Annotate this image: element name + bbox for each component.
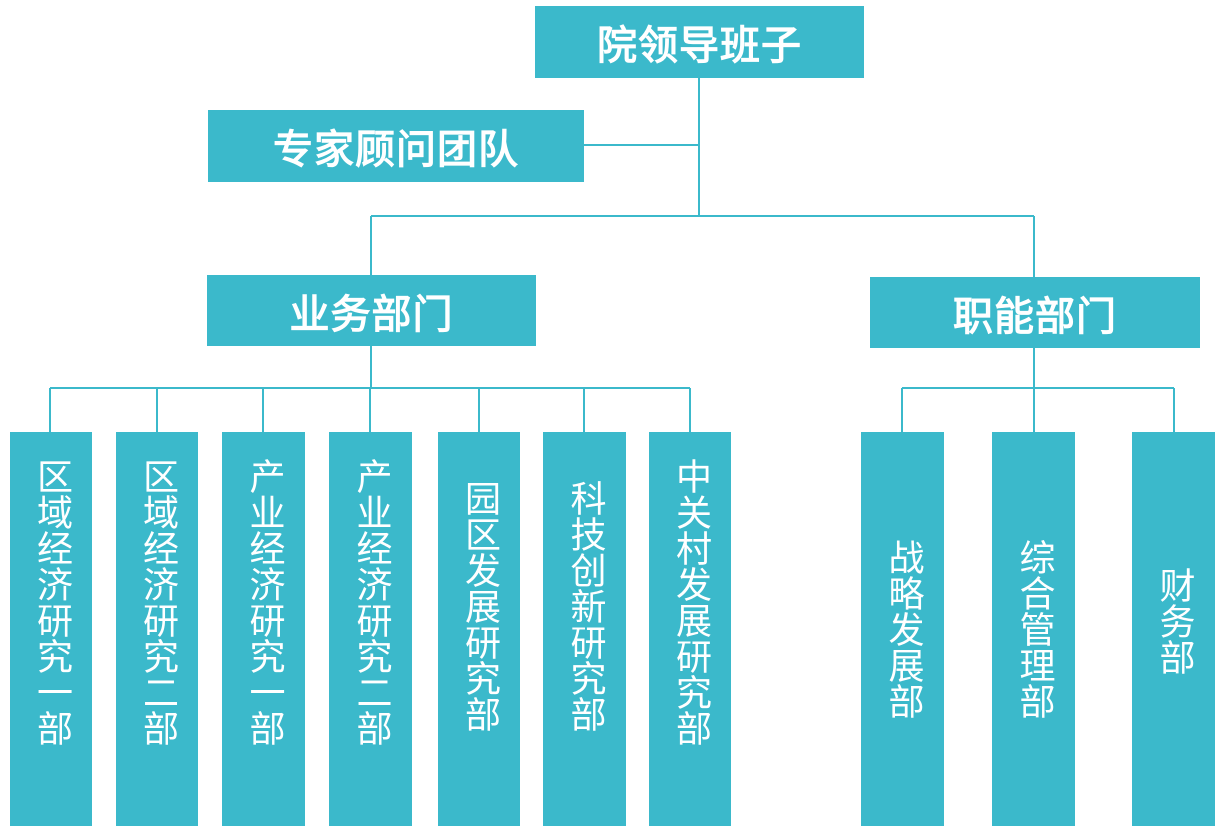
business-unit-box: 产业经济研究二部: [329, 432, 412, 826]
business-unit-label: 产业经济研究二部: [350, 458, 392, 746]
business-department-label: 业务部门: [289, 291, 454, 338]
business-unit-box: 区域经济研究二部: [116, 432, 198, 826]
functional-department-box: 职能部门: [870, 277, 1200, 348]
expert-team-box: 专家顾问团队: [208, 110, 584, 182]
business-unit-box: 科技创新研究部: [543, 432, 626, 826]
functional-unit-label: 战略发展部: [882, 539, 924, 719]
functional-unit-label: 财务部: [1153, 567, 1195, 675]
business-unit-box: 产业经济研究一部: [222, 432, 305, 826]
functional-unit-box: 综合管理部: [992, 432, 1075, 826]
business-unit-label: 区域经济研究一部: [31, 458, 72, 746]
business-unit-box: 区域经济研究一部: [10, 432, 92, 826]
business-unit-box: 中关村发展研究部: [649, 432, 731, 826]
business-unit-label: 中关村发展研究部: [670, 458, 711, 746]
business-unit-label: 园区发展研究部: [459, 480, 500, 732]
business-department-box: 业务部门: [207, 275, 536, 346]
business-unit-label: 科技创新研究部: [564, 480, 606, 732]
leadership-box: 院领导班子: [535, 6, 864, 78]
leadership-label: 院领导班子: [597, 23, 802, 69]
expert-team-label: 专家顾问团队: [273, 127, 519, 173]
business-unit-box: 园区发展研究部: [438, 432, 520, 826]
business-unit-label: 产业经济研究一部: [243, 458, 285, 746]
functional-unit-label: 综合管理部: [1013, 539, 1055, 719]
functional-unit-box: 财务部: [1132, 432, 1215, 826]
functional-unit-box: 战略发展部: [861, 432, 944, 826]
functional-department-label: 职能部门: [953, 293, 1117, 340]
business-unit-label: 区域经济研究二部: [137, 458, 178, 746]
